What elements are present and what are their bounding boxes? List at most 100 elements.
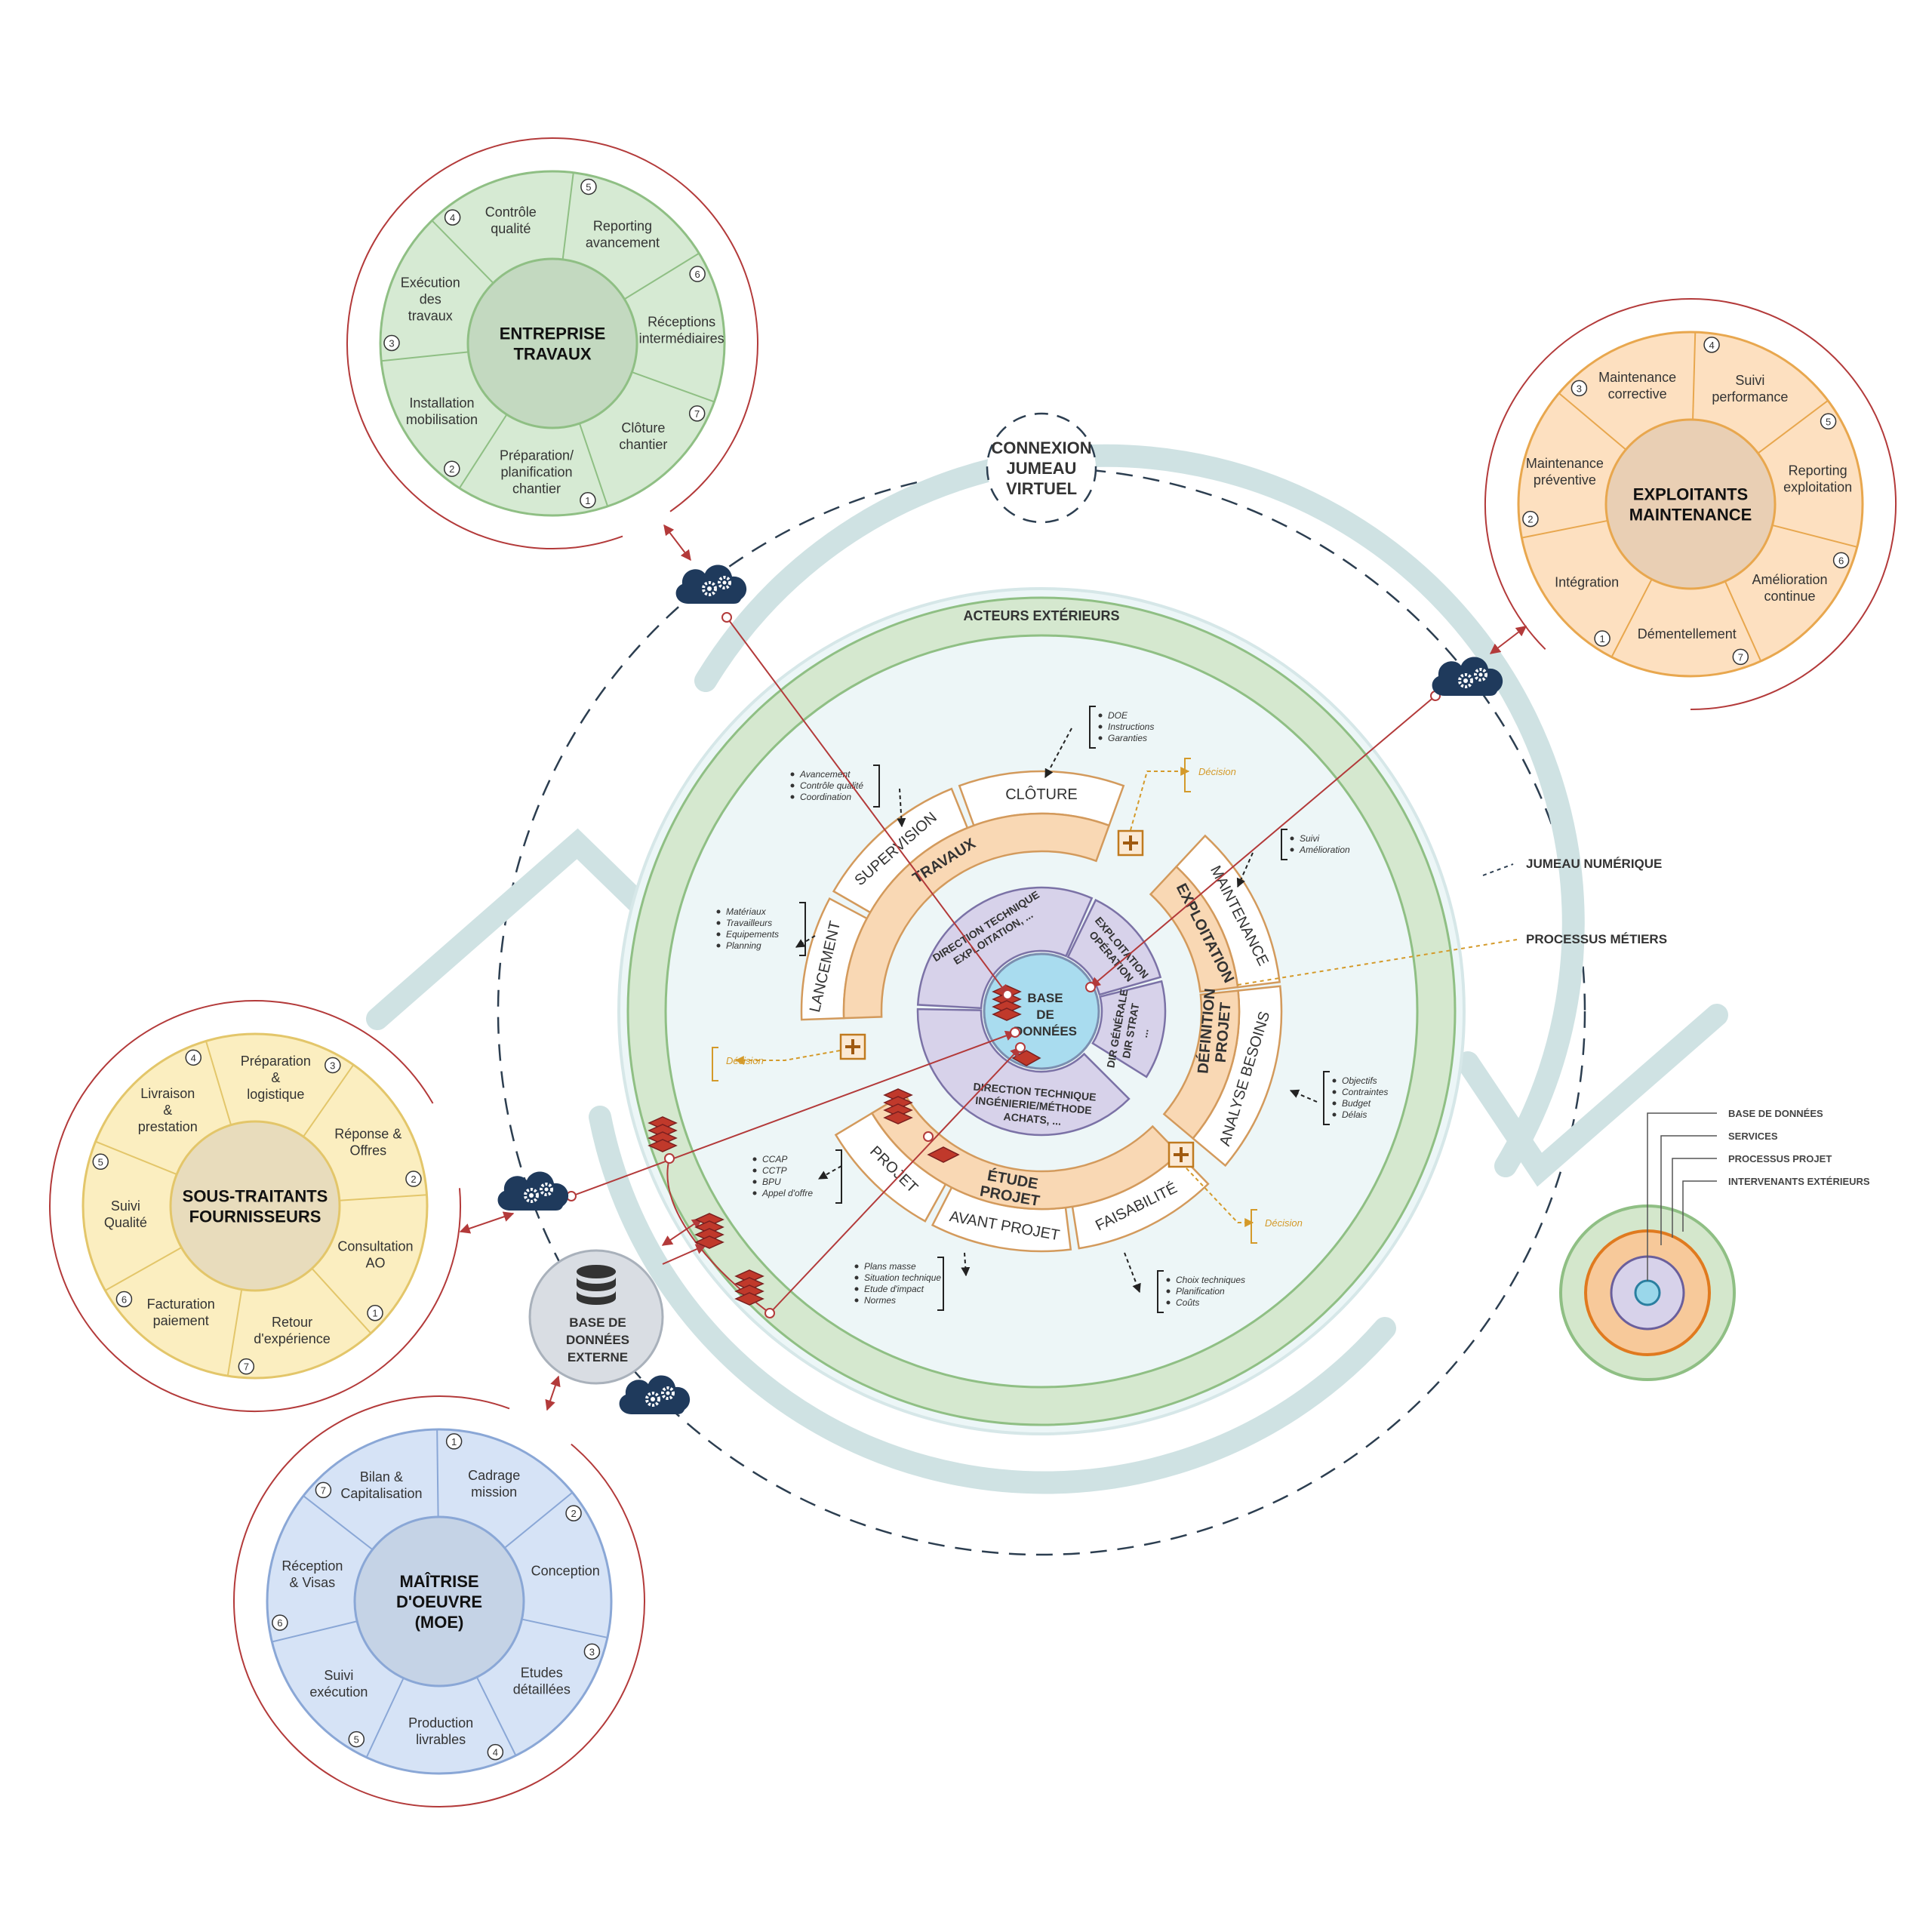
actor-step-label: paiement [153,1313,209,1328]
actor-step-number: 5 [1826,416,1831,427]
actor-step-number: 2 [1527,514,1533,525]
direction-segment[interactable] [916,1008,1131,1137]
connexion-line1: CONNEXION [991,438,1091,457]
cloud-gear-icon[interactable] [674,563,749,605]
actor-core[interactable] [1604,418,1777,590]
direction-label: ACHATS, ... [1003,1110,1062,1128]
actor-step-label: Préparation [241,1054,311,1069]
jumeau-numerique-label: JUMEAU NUMÉRIQUE [1526,857,1662,871]
note-item: CCAP [762,1154,787,1164]
actor-outer-ring [346,137,758,549]
decision-gate[interactable]: Décision [712,1033,866,1081]
actor-title: MAINTENANCE [1629,506,1752,525]
note-item: Appel d'offre [761,1188,813,1198]
actor-step-number: 5 [98,1156,103,1168]
ext-db-line2: DONNÉES [566,1333,629,1347]
acteurs-exterieurs-label: ACTEURS EXTÉRIEURS [963,608,1119,623]
actor-step[interactable]: Conception 2 [531,1505,600,1579]
note-item: Instructions [1108,721,1154,732]
external-database[interactable]: BASE DE DONNÉES EXTERNE [528,1249,664,1385]
actor-step-number: 2 [571,1508,576,1519]
actor-step-label: Suivi [324,1668,353,1683]
note-item: Avancement [799,769,851,780]
actor-step-label: avancement [586,235,660,250]
decision-gate[interactable]: Décision [1117,758,1236,857]
direction-segment[interactable] [1091,980,1167,1078]
actor-step-label: Retour [272,1315,312,1330]
actor-step-label: performance [1712,389,1788,405]
actor-step-label: Etudes [521,1666,563,1681]
right-labels: JUMEAU NUMÉRIQUE PROCESSUS MÉTIERS [1237,857,1667,986]
actor-step-number: 2 [411,1174,416,1185]
actor-step-label: Qualité [104,1215,147,1230]
note-item: Objectifs [1342,1075,1377,1086]
phase-etude[interactable] [870,1092,1180,1211]
actor-core[interactable] [466,257,638,429]
actor-step-number: 4 [450,212,455,223]
actor-step-number: 7 [1738,651,1743,663]
actor-step-label: Capitalisation [340,1486,422,1501]
actor-step-label: Préparation/ [500,448,574,463]
actor-step-number: 1 [372,1308,377,1319]
direction-segment[interactable] [916,886,1094,1010]
actor-step-number: 3 [589,1646,595,1657]
actor-step-label: Reporting [1789,463,1847,478]
actor-step-number: 1 [585,495,590,506]
actor-step-label: exploitation [1783,479,1852,494]
decision-gate[interactable]: Décision [1168,1141,1303,1244]
actor-step-label: Conception [531,1564,600,1579]
step-label-cloture: CLÔTURE [1005,786,1078,803]
actor-title: SOUS-TRAITANTS [183,1187,328,1206]
phase-exploitation[interactable] [1149,865,1239,993]
direction-label: ... [1137,1028,1151,1038]
cloud-gear-icon[interactable] [617,1374,692,1416]
actor-step-label: Suivi [111,1198,140,1214]
phase-definition[interactable] [1162,989,1241,1140]
actor-step-number: 7 [321,1484,326,1496]
note-item: Coordination [800,792,851,802]
direction-segment[interactable] [1066,898,1162,996]
actor-core[interactable] [169,1120,341,1292]
ext-db-line1: BASE DE [569,1315,626,1330]
note-item: CCTP [762,1165,787,1176]
actor-title: ENTREPRISE [500,325,606,343]
cloud-gear-icon[interactable] [496,1170,571,1212]
central-database[interactable]: BASE DE DONNÉES [983,952,1100,1070]
actor-core[interactable] [353,1515,525,1687]
